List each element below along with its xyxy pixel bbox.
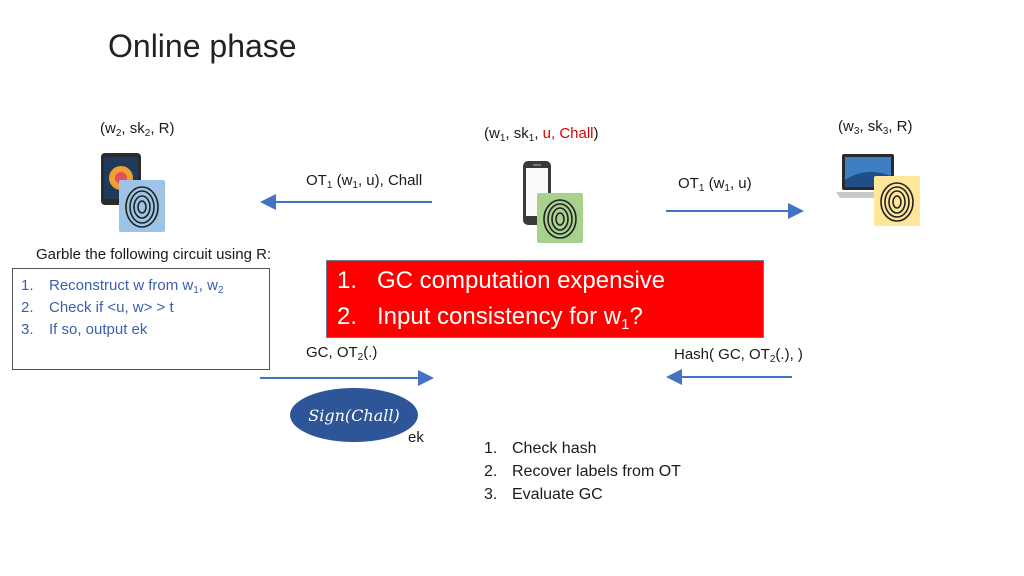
message-to-left-label: OT1 (w1, u), Chall [306,172,423,191]
party-right-label: (w3, sk3, R) [838,118,913,137]
circuit-item: 2.Check if <u, w> > t [21,299,174,316]
party-left-label: (w2, sk2, R) [100,120,175,139]
step-item: 3.Evaluate GC [484,486,603,503]
party-center-label: (w1, sk1, u, Chall) [484,125,599,144]
message-to-right-label: OT1 (w1, u) [678,175,752,194]
circuit-heading: Garble the following circuit using R: [36,246,272,263]
sign-chall-text: Sign(Chall) [308,405,400,425]
fingerprint-icon [874,176,920,226]
evaluation-steps: 1.Check hash 2.Recover labels from OT 3.… [484,440,681,509]
circuit-item: 1.Reconstruct w from w1, w2 [21,277,224,296]
problem-item: 2.Input consistency for w1? [337,303,643,333]
fingerprint-icon [119,180,165,232]
problem-item: 1.GC computation expensive [337,267,666,294]
message-hash-label: Hash( GC, OT2(.), ) [674,346,803,365]
circuit-item: 3.If so, output ek [21,321,148,338]
sign-chall-ellipse: Sign(Chall) [290,388,418,442]
ek-label: ek [408,429,424,446]
step-item: 2.Recover labels from OT [484,463,681,480]
fingerprint-icon [537,193,583,243]
circuit-box: 1.Reconstruct w from w1, w2 2.Check if <… [12,268,270,370]
problem-box: 1.GC computation expensive 2.Input consi… [326,260,764,338]
page-title: Online phase [108,28,297,64]
message-gc-label: GC, OT2(.) [306,344,378,363]
u-chall-highlight: u, Chall [542,125,594,142]
step-item: 1.Check hash [484,440,597,457]
